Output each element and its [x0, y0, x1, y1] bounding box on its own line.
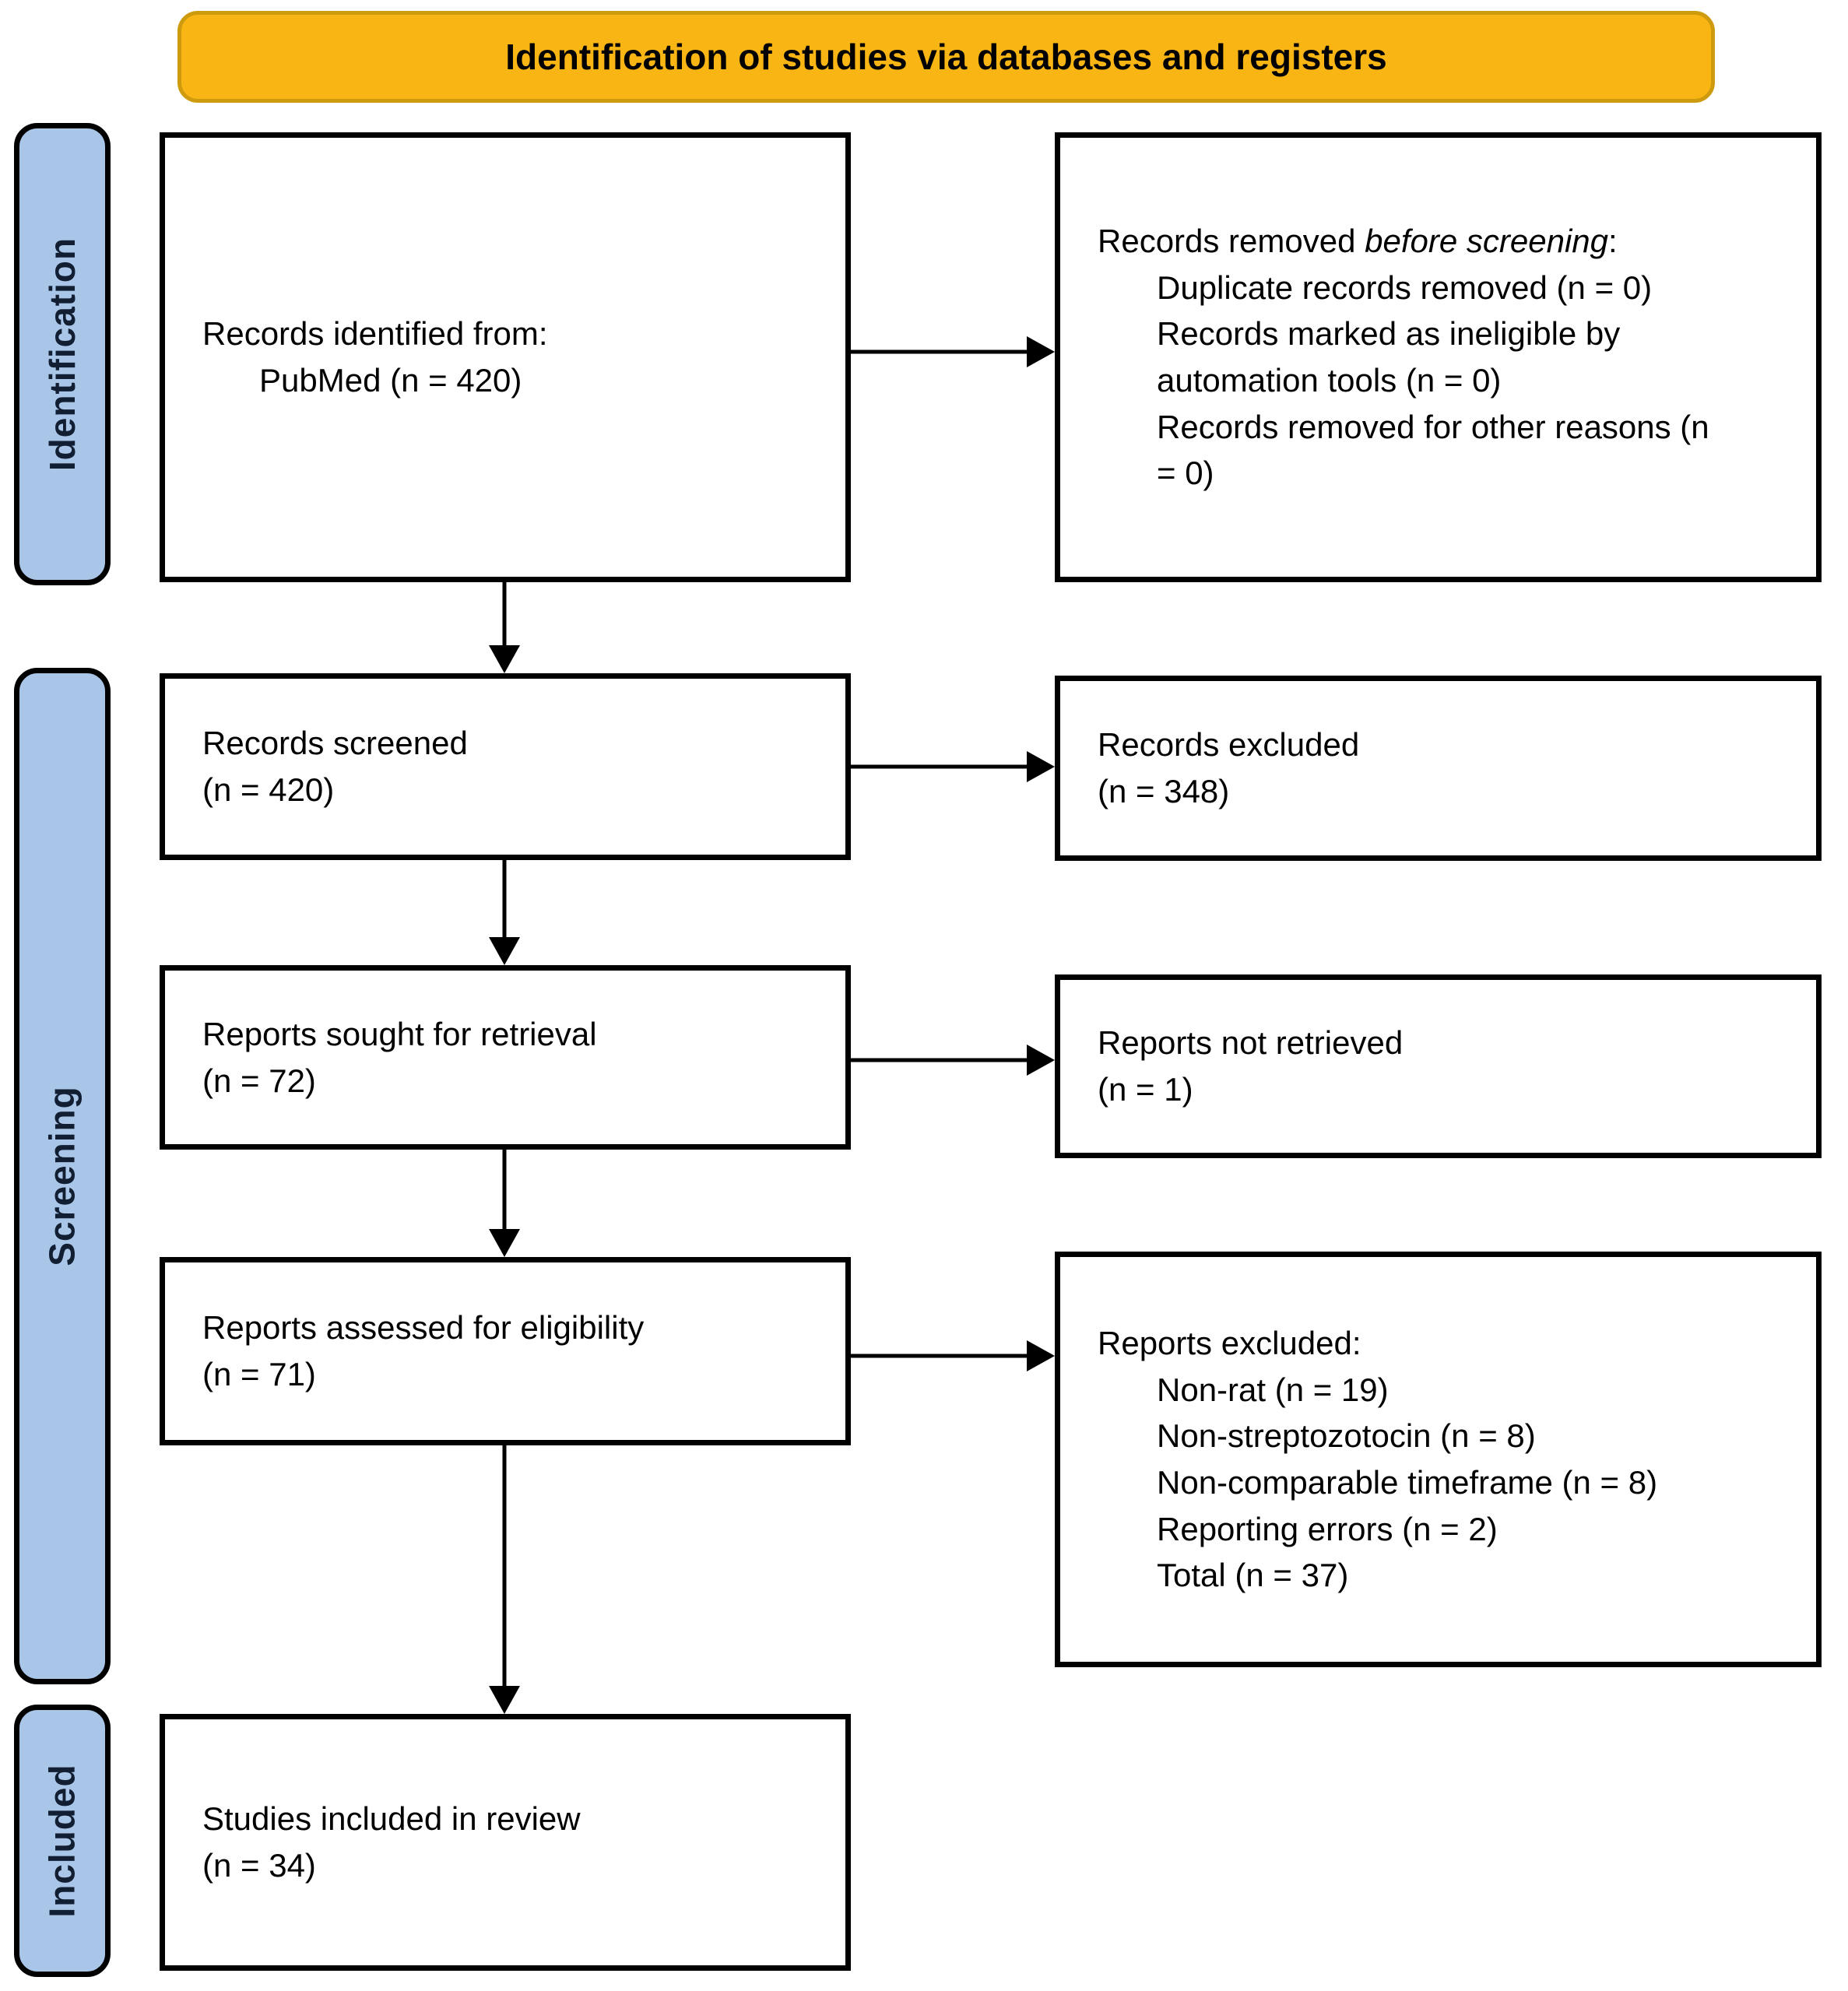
arrow-identified-to-screened: [489, 582, 520, 673]
arrow-assessed-to-reports-excluded: [851, 1340, 1055, 1371]
box-records-excluded: Records excluded (n = 348): [1055, 676, 1822, 861]
box-records-removed-before-screening: Records removed before screening: Duplic…: [1055, 132, 1822, 582]
records-removed-item-2: Records marked as ineligible by automati…: [1157, 315, 1621, 399]
reports-assessed-line2: (n = 71): [202, 1356, 316, 1392]
box-reports-assessed: Reports assessed for eligibility (n = 71…: [160, 1257, 851, 1445]
records-removed-intro: Records removed before screening:: [1098, 218, 1723, 265]
studies-included-line2: (n = 34): [202, 1847, 316, 1884]
box-reports-sought: Reports sought for retrieval (n = 72): [160, 965, 851, 1150]
stage-label-screening: Screening: [14, 668, 111, 1684]
box-studies-included: Studies included in review (n = 34): [160, 1714, 851, 1971]
arrow-screened-to-excluded: [851, 751, 1055, 782]
records-removed-intro-prefix: Records removed: [1098, 223, 1365, 260]
reports-not-retrieved-line1: Reports not retrieved: [1098, 1024, 1404, 1062]
box-records-screened: Records screened (n = 420): [160, 673, 851, 860]
arrow-screened-to-sought: [489, 860, 520, 965]
reports-not-retrieved-line2: (n = 1): [1098, 1071, 1193, 1108]
reports-sought-line2: (n = 72): [202, 1062, 316, 1099]
arrow-sought-to-assessed: [489, 1150, 520, 1257]
reports-excluded-item-1: Non-rat (n = 19): [1157, 1371, 1389, 1408]
title-banner: Identification of studies via databases …: [177, 11, 1715, 103]
records-excluded-line2: (n = 348): [1098, 773, 1230, 809]
records-removed-item-3: Records removed for other reasons (n = 0…: [1157, 408, 1709, 492]
records-removed-item-1: Duplicate records removed (n = 0): [1157, 269, 1653, 306]
reports-excluded-heading: Reports excluded:: [1098, 1325, 1361, 1362]
studies-included-line1: Studies included in review: [202, 1800, 581, 1838]
reports-excluded-item-2: Non-streptozotocin (n = 8): [1157, 1417, 1536, 1455]
stage-label-screening-text: Screening: [42, 1086, 83, 1266]
reports-excluded-item-3: Non-comparable timeframe (n = 8): [1157, 1464, 1658, 1501]
records-identified-line2: PubMed (n = 420): [259, 362, 522, 399]
reports-excluded-item-5: Total (n = 37): [1157, 1557, 1349, 1594]
stage-label-included-text: Included: [42, 1764, 83, 1918]
records-excluded-line1: Records excluded: [1098, 726, 1360, 764]
records-removed-intro-emphasis: before screening: [1365, 223, 1609, 260]
stage-label-identification-text: Identification: [42, 237, 83, 472]
box-reports-excluded: Reports excluded: Non-rat (n = 19) Non-s…: [1055, 1252, 1822, 1667]
records-identified-line1: Records identified from:: [202, 315, 548, 353]
box-reports-not-retrieved: Reports not retrieved (n = 1): [1055, 974, 1822, 1158]
banner-title: Identification of studies via databases …: [505, 37, 1387, 77]
reports-assessed-line1: Reports assessed for eligibility: [202, 1309, 645, 1347]
reports-sought-line1: Reports sought for retrieval: [202, 1015, 597, 1052]
stage-label-identification: Identification: [14, 123, 111, 585]
stage-label-included: Included: [14, 1705, 111, 1977]
records-screened-line2: (n = 420): [202, 771, 335, 808]
records-screened-line1: Records screened: [202, 725, 468, 762]
arrow-assessed-to-included: [489, 1445, 520, 1714]
reports-excluded-item-4: Reporting errors (n = 2): [1157, 1510, 1498, 1547]
records-removed-intro-suffix: :: [1608, 223, 1618, 260]
arrow-identified-to-removed: [851, 336, 1055, 367]
arrow-sought-to-not-retrieved: [851, 1045, 1055, 1076]
box-records-identified: Records identified from: PubMed (n = 420…: [160, 132, 851, 582]
